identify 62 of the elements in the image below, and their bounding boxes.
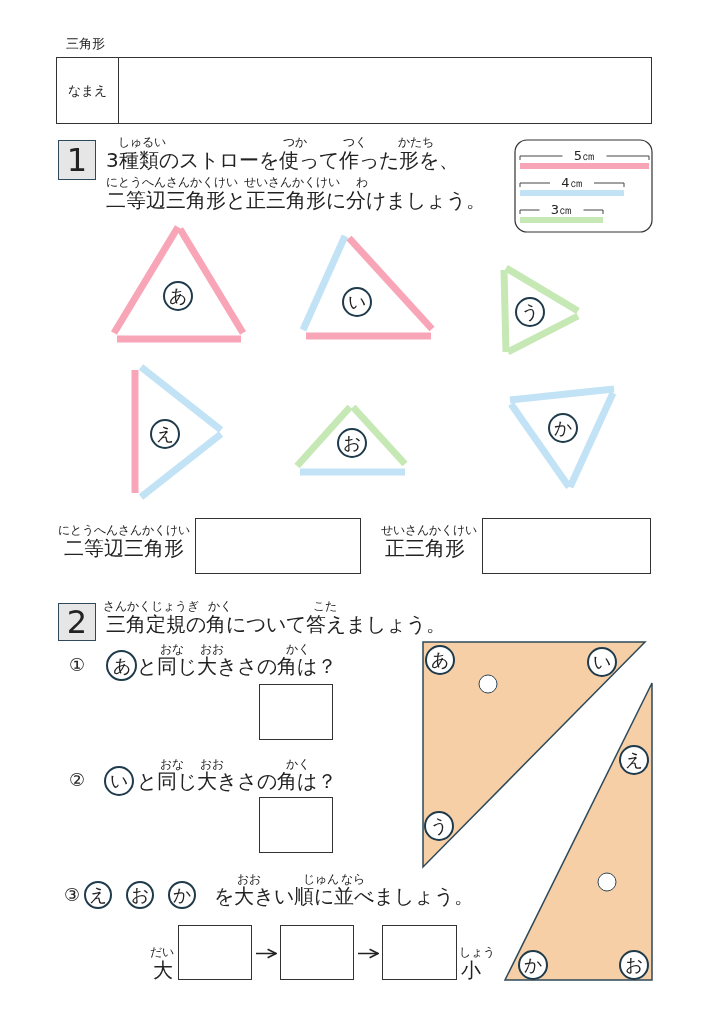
answer-box [195,518,361,574]
furigana: おお [237,873,261,885]
circled-letter: う [515,297,545,327]
furigana: おな [160,643,184,655]
question-text: と同じ大きさの角は？ [137,771,337,791]
arrow [357,948,379,959]
circled-letter: お [337,428,367,458]
furigana: じゅん [303,873,339,885]
circled-letter: お [126,881,154,909]
legend-label: 4㎝ [560,176,584,189]
instruction-text: 3種類のストローを使って作った形を、 [106,150,459,170]
answer-box [178,925,252,980]
question-number: ② [69,771,86,789]
answer-box [482,518,651,574]
question-text: を大きい順に並べましょう。 [214,886,474,906]
furigana: つく [343,136,367,148]
legend-label: 3㎝ [549,203,574,216]
name-label-cell: なまえ [56,57,119,124]
furigana: かく [208,600,232,612]
legend-label: 5㎝ [572,149,597,162]
furigana: おお [200,643,224,655]
answer-box [259,797,333,853]
question-text: と同じ大きさの角は？ [137,656,337,676]
furigana: なら [341,873,365,885]
circled-letter: え [150,419,180,449]
circled-letter: え [84,881,112,909]
furigana: かたち [398,136,434,148]
circled-letter: か [548,413,578,443]
answer-label: 二等辺三角形 [64,538,184,558]
scale-label: 小 [461,960,481,980]
answer-box [259,684,333,740]
furigana: しゅるい [118,136,166,148]
furigana: しょう [459,946,495,958]
furigana: おお [200,758,224,770]
answer-box [280,925,354,980]
furigana: せいさんかくけい [381,524,477,536]
question-number: ③ [64,886,81,904]
name-field [118,57,652,124]
circled-letter: か [168,881,196,909]
furigana: せいさんかくけい [244,176,340,188]
arrow [255,948,277,959]
answer-label: 正三角形 [385,538,465,558]
furigana: さんかくじょうぎ [103,600,199,612]
instruction-text: 三角定規の角について答えましょう。 [106,614,446,634]
furigana: おな [160,758,184,770]
circled-letter: い [342,287,372,317]
furigana: にとうへんさんかくけい [106,176,238,188]
instruction-text: 二等辺三角形と正三角形に分けましょう。 [106,190,486,210]
scale-label: 大 [153,960,173,980]
circled-letter: あ [106,650,137,681]
section-number: 1 [58,140,96,180]
worksheet-title: 三角形 [66,37,105,50]
furigana: かく [286,643,310,655]
circled-letter: い [104,766,134,796]
circled-letter: あ [163,281,193,311]
furigana: わ [356,176,368,188]
section-number: 2 [58,603,96,641]
furigana: こた [313,600,337,612]
question-number: ① [69,656,86,674]
answer-box [382,925,457,980]
furigana: かく [286,758,310,770]
furigana: つか [283,136,307,148]
